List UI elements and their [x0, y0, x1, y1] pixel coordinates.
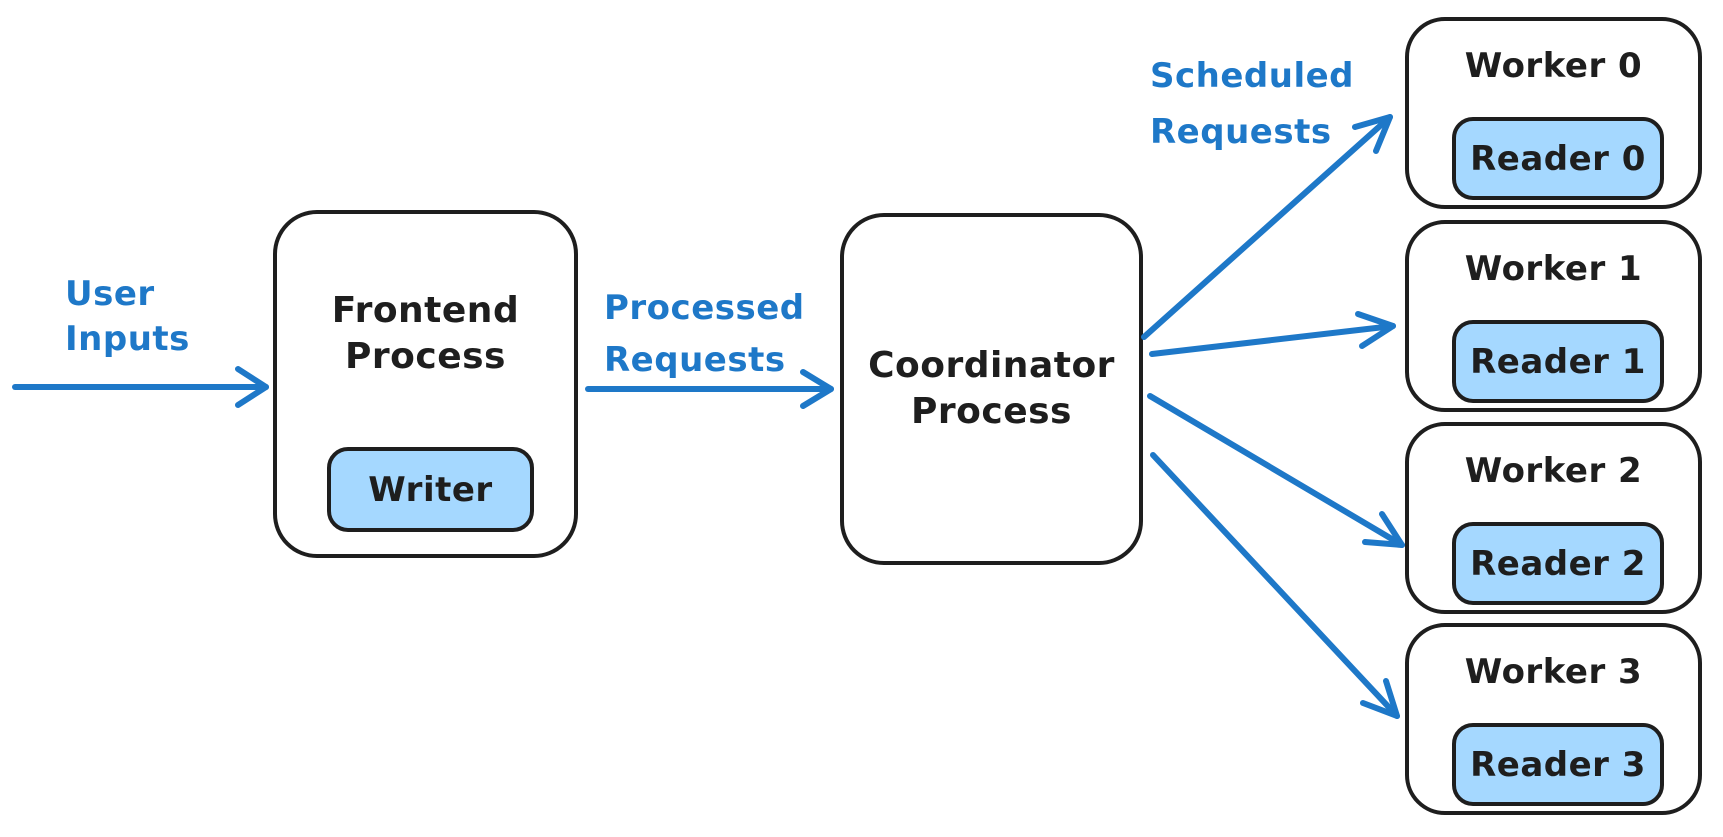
- arrow-coordinator-to-worker-1: [1149, 311, 1396, 357]
- reader-1-label: Reader 1: [1470, 341, 1646, 382]
- node-worker-2: Worker 2 Reader 2: [1405, 422, 1702, 614]
- writer-label: Writer: [368, 469, 493, 510]
- label-scheduled-requests-line1: Scheduled: [1150, 56, 1355, 96]
- node-worker-3: Worker 3 Reader 3: [1405, 623, 1702, 815]
- reader-2-label: Reader 2: [1470, 543, 1646, 584]
- label-user-inputs-line2: Inputs: [65, 319, 190, 359]
- node-writer: Writer: [327, 447, 534, 532]
- reader-0-label: Reader 0: [1470, 138, 1646, 179]
- node-reader-0: Reader 0: [1452, 117, 1664, 200]
- node-worker-1: Worker 1 Reader 1: [1405, 220, 1702, 412]
- node-worker-0: Worker 0 Reader 0: [1405, 17, 1702, 209]
- label-processed-requests-line1: Processed: [604, 288, 805, 328]
- label-user-inputs-line1: User: [65, 274, 155, 314]
- frontend-title-line1: Frontend: [331, 290, 520, 331]
- label-scheduled-requests: Scheduled Requests: [1150, 48, 1354, 160]
- label-user-inputs: User Inputs: [65, 272, 190, 362]
- node-reader-3: Reader 3: [1452, 723, 1664, 806]
- worker-2-title: Worker 2: [1464, 451, 1643, 491]
- node-frontend-process: Frontend Process Writer: [273, 210, 578, 558]
- coordinator-title-line1: Coordinator: [868, 345, 1115, 386]
- arrow-coordinator-to-worker-3: [1150, 452, 1400, 719]
- label-scheduled-requests-line2: Requests: [1150, 112, 1332, 152]
- arrow-user-inputs-to-frontend: [12, 366, 269, 408]
- frontend-title-line2: Process: [345, 336, 506, 377]
- node-coordinator-process: Coordinator Process: [840, 213, 1143, 565]
- reader-3-label: Reader 3: [1470, 744, 1646, 785]
- coordinator-process-title: Coordinator Process: [844, 343, 1139, 435]
- node-reader-2: Reader 2: [1452, 522, 1664, 605]
- worker-3-title: Worker 3: [1464, 652, 1643, 692]
- arrow-coordinator-to-worker-2: [1147, 393, 1405, 548]
- label-processed-requests-line2: Requests: [604, 340, 786, 380]
- label-processed-requests: Processed Requests: [604, 282, 805, 386]
- worker-0-title: Worker 0: [1464, 46, 1643, 86]
- frontend-process-title: Frontend Process: [277, 288, 574, 380]
- worker-1-title: Worker 1: [1464, 249, 1643, 289]
- node-reader-1: Reader 1: [1452, 320, 1664, 403]
- coordinator-title-line2: Process: [911, 391, 1072, 432]
